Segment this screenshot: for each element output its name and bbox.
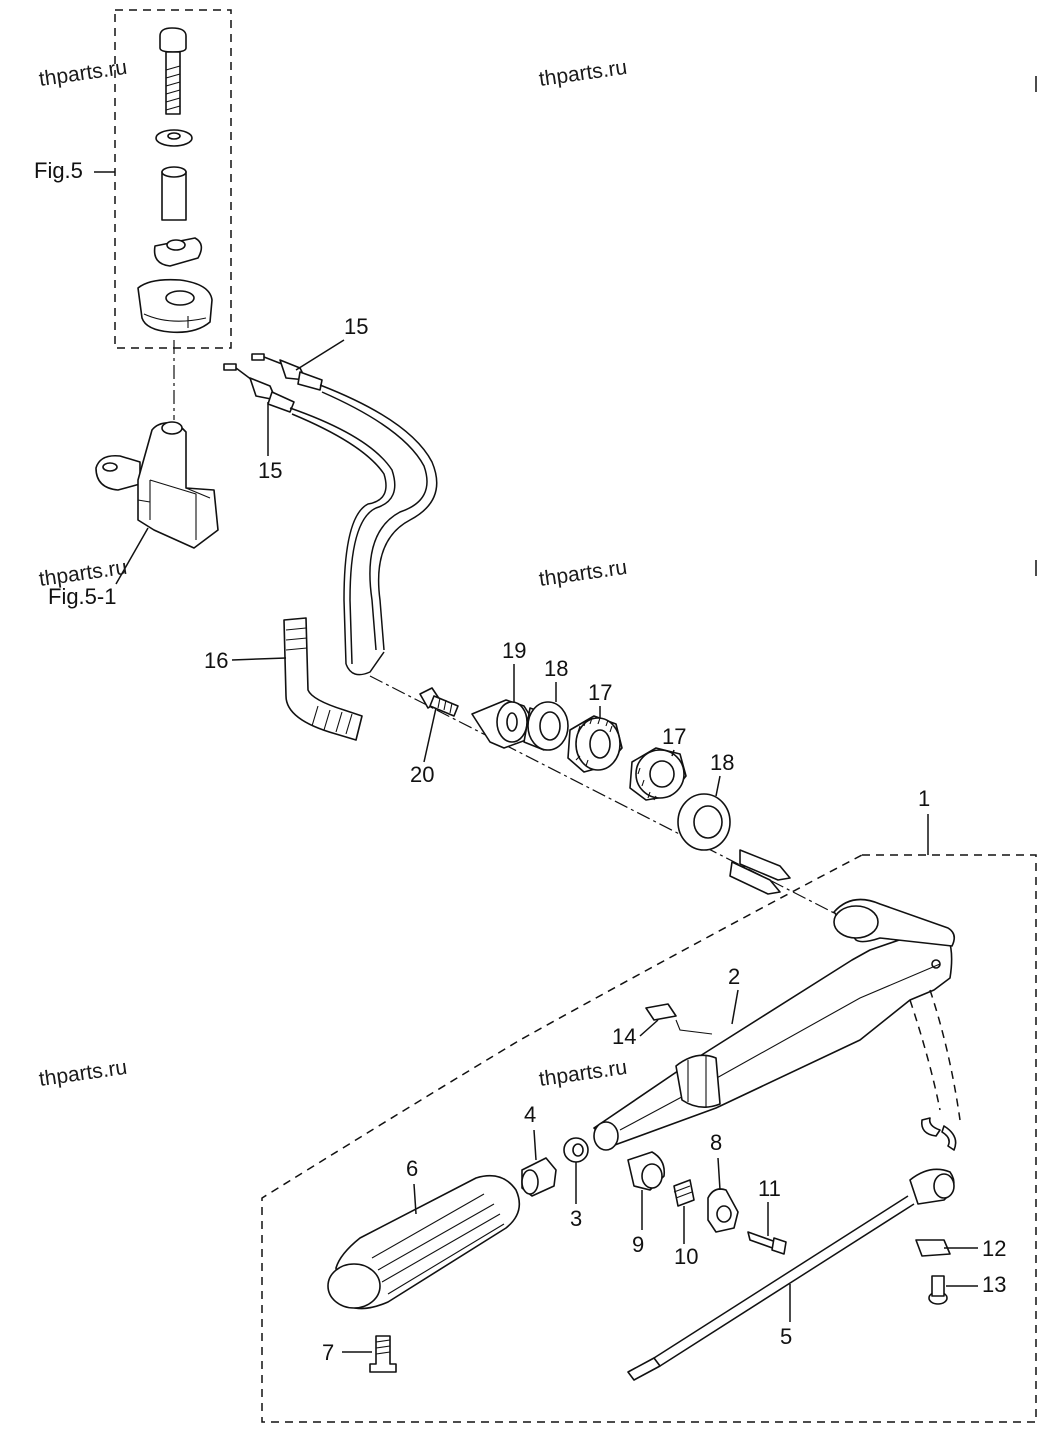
part-18-callout-second: 18: [710, 750, 734, 775]
watermark: thparts.ru: [537, 1056, 628, 1091]
part-20-leader: [423, 707, 437, 763]
part-18-bushing-first: [523, 701, 569, 751]
part-2-callout: 2: [728, 964, 740, 989]
throttle-axis-line: [369, 675, 841, 917]
part-7-screw: [369, 1335, 397, 1373]
fig5-reference-label: Fig.5: [34, 158, 83, 183]
part-17-callout-second: 17: [662, 724, 686, 749]
part-11-callout: 11: [758, 1176, 781, 1201]
fig5-1-bracket: [95, 421, 219, 549]
part-3-washer: [563, 1137, 589, 1163]
part-3-callout: 3: [570, 1206, 582, 1231]
fig5-cam-plate: [137, 278, 213, 334]
part-9-callout: 9: [632, 1232, 644, 1257]
part-1-assembly-boundary: [261, 854, 1037, 1423]
cable-end-pins: [729, 849, 791, 895]
part-2-tiller-arm: [593, 898, 961, 1151]
part-17-leader-second: [671, 749, 675, 757]
watermark: thparts.ru: [37, 1056, 128, 1091]
part-13-callout: 13: [982, 1272, 1006, 1297]
part-15-throttle-cables: [223, 353, 438, 676]
fig5-bolt: [159, 27, 187, 115]
part-20-screw: [419, 687, 459, 717]
part-9-knob: [627, 1151, 666, 1191]
part-12-callout: 12: [982, 1236, 1006, 1261]
part-4-bushing: [521, 1157, 557, 1197]
fig5-washer: [155, 129, 193, 147]
part-15-leader-upper: [295, 339, 345, 371]
part-6-leader: [413, 1183, 417, 1215]
part-8-leader: [717, 1157, 721, 1191]
part-10-spring: [673, 1179, 695, 1207]
part-15-callout-upper: 15: [344, 314, 368, 339]
part-14-guide: [675, 1019, 713, 1035]
part-7-callout: 7: [322, 1340, 334, 1365]
fig5-reference-box: [114, 9, 232, 349]
part-6-callout: 6: [406, 1156, 418, 1181]
part-18-bushing-second: [677, 793, 731, 851]
part-13-screw: [928, 1275, 948, 1305]
part-4-leader: [533, 1129, 537, 1161]
watermark: thparts.ru: [537, 56, 628, 91]
part-18-leader-second: [715, 775, 721, 797]
part-16-leader: [231, 657, 287, 661]
part-2-leader: [731, 989, 739, 1025]
part-17-gear-second: [629, 747, 687, 801]
part-16-hose: [283, 617, 363, 741]
fig5-1-reference-label: Fig.5-1: [48, 584, 116, 609]
fig5-1-leader: [115, 527, 149, 585]
part-14-leader: [639, 1019, 659, 1037]
part-18-callout-first: 18: [544, 656, 568, 681]
part-10-callout: 10: [674, 1244, 698, 1269]
part-19-callout: 19: [502, 638, 526, 663]
part-15-callout-lower: 15: [258, 458, 282, 483]
part-16-callout: 16: [204, 648, 228, 673]
fig5-collar: [161, 166, 187, 221]
part-4-callout: 4: [524, 1102, 536, 1127]
part-14-callout: 14: [612, 1024, 636, 1049]
part-11-bolt: [747, 1231, 787, 1255]
part-1-callout: 1: [918, 786, 930, 811]
part-5-callout: 5: [780, 1324, 792, 1349]
part-14-label: [645, 1003, 677, 1021]
part-8-callout: 8: [710, 1130, 722, 1155]
part-12-plate: [915, 1239, 951, 1257]
part-5-rod: [627, 1168, 955, 1381]
fig5-bracket-small: [153, 237, 203, 267]
part-17-gear-first: [567, 715, 623, 773]
part-20-callout: 20: [410, 762, 434, 787]
part-6-grip: [327, 1174, 521, 1310]
watermark: thparts.ru: [537, 556, 628, 591]
part-17-callout-first: 17: [588, 680, 612, 705]
part-8-clamp: [707, 1188, 739, 1233]
